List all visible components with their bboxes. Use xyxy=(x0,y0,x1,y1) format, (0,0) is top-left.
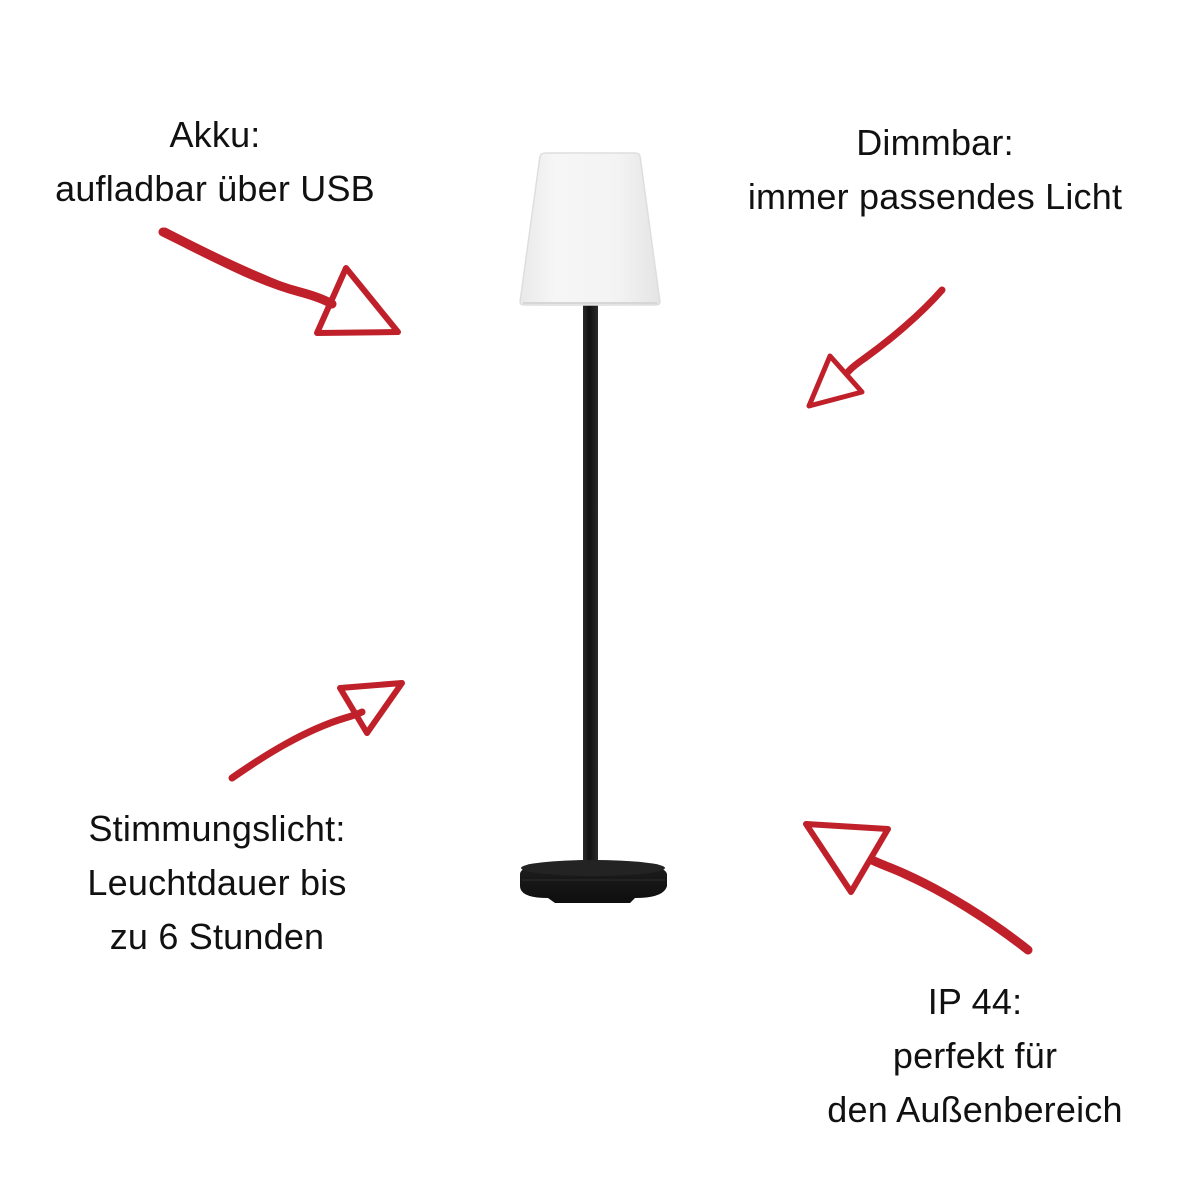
arrow-icon xyxy=(228,680,405,782)
feature-description: den Außenbereich xyxy=(827,1089,1123,1130)
feature-label-akku: Akku: aufladbar über USB xyxy=(15,108,415,216)
feature-description: immer passendes Licht xyxy=(747,176,1123,217)
feature-description: Leuchtdauer bis xyxy=(87,862,347,903)
lamp-base xyxy=(520,860,667,903)
feature-label-dimmbar: Dimmbar: immer passendes Licht xyxy=(735,116,1135,224)
arrow-icon xyxy=(158,227,401,336)
arrow-icon xyxy=(806,286,946,409)
arrow-icon xyxy=(803,821,1033,955)
feature-label-ip44: IP 44: perfekt für den Außenbereich xyxy=(775,975,1175,1137)
feature-description: zu 6 Stunden xyxy=(109,916,325,957)
feature-description: aufladbar über USB xyxy=(55,168,375,209)
lamp-shade xyxy=(519,152,661,306)
lamp-pole xyxy=(583,302,598,874)
feature-title: Dimmbar: xyxy=(856,122,1014,163)
floor-lamp xyxy=(519,152,667,903)
feature-title: IP 44: xyxy=(927,981,1023,1022)
feature-label-stimmungslicht: Stimmungslicht: Leuchtdauer bis zu 6 Stu… xyxy=(17,802,417,964)
feature-title: Stimmungslicht: xyxy=(88,808,346,849)
feature-title: Akku: xyxy=(169,114,261,155)
feature-description: perfekt für xyxy=(892,1035,1058,1076)
